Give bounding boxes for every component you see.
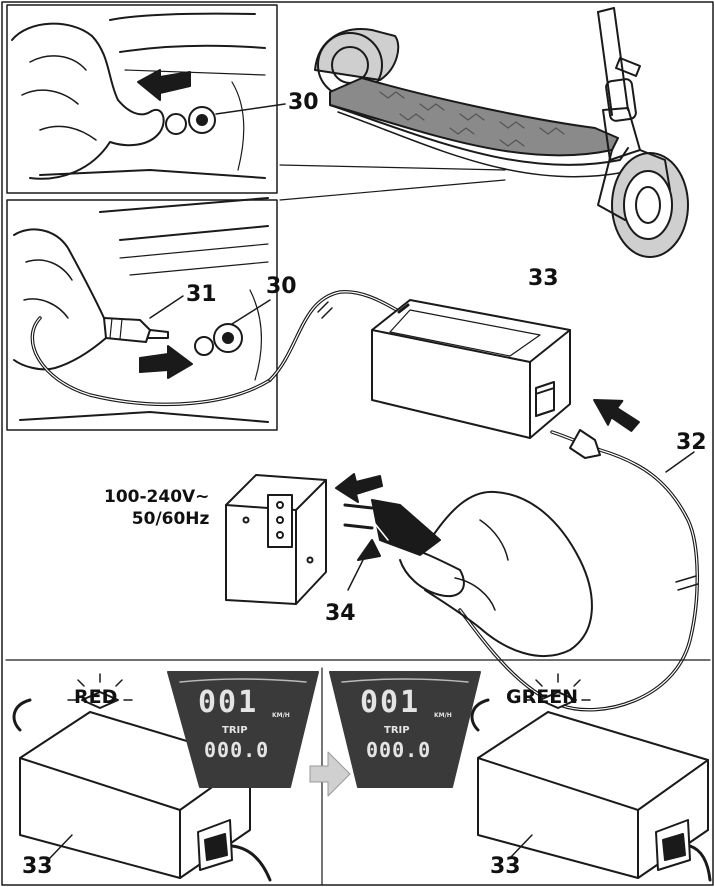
- callout-mains-plug: 34: [325, 601, 356, 626]
- display-right-speed: 001: [360, 685, 421, 720]
- display-left-trip-label: TRIP: [222, 725, 248, 736]
- display-panel-left: [167, 671, 319, 788]
- voltage-line-2: 50/60Hz: [131, 508, 210, 529]
- insert-arrow-icon: [137, 69, 191, 101]
- insert-arrow-icon: [139, 345, 193, 379]
- voltage-label: 100-240V~ 50/60Hz: [104, 487, 209, 531]
- dc-barrel-plug: [103, 317, 151, 343]
- charging-port-icon: [213, 323, 243, 353]
- led-blink-icon: [525, 673, 591, 701]
- callout-charger-top: 33: [528, 266, 559, 291]
- voltage-line-1: 100-240V~: [104, 487, 210, 507]
- deck-grip: [329, 77, 619, 157]
- charger-adapter: [371, 299, 571, 439]
- display-right-trip-label: TRIP: [384, 725, 410, 736]
- display-right-unit: KM/H: [434, 712, 452, 719]
- display-panel-right: [329, 671, 481, 788]
- status-label-green: GREEN: [506, 686, 579, 708]
- callout-port-top: 30: [288, 90, 319, 115]
- wall-socket: [225, 474, 327, 605]
- charging-port-icon: [188, 106, 216, 134]
- hand-outline: [11, 22, 165, 180]
- insert-arrow-icon: [335, 473, 383, 503]
- led-blink-icon: [67, 673, 133, 701]
- inset-charging-port-top: [6, 4, 286, 194]
- display-left-unit: KM/H: [272, 712, 290, 719]
- progress-arrow-icon: [309, 751, 351, 797]
- callout-charger-bottom-left: 33: [22, 854, 53, 879]
- charger-status-green: [470, 673, 712, 882]
- scooter-illustration: [314, 7, 689, 258]
- display-right-trip-value: 000.0: [366, 738, 432, 762]
- display-left-speed: 001: [198, 685, 259, 720]
- status-label-red: RED: [74, 686, 118, 708]
- inset-connect-plug: [6, 197, 278, 431]
- callout-port-middle: 30: [266, 274, 297, 299]
- mains-plug: [343, 499, 441, 556]
- callout-ac-cable: 32: [676, 430, 707, 455]
- callout-charger-plug: 31: [186, 282, 217, 307]
- callout-charger-bottom-right: 33: [490, 854, 521, 879]
- insert-arrow-icon: [593, 398, 640, 432]
- hand-outline: [424, 490, 593, 658]
- hand-outline: [13, 228, 107, 371]
- display-left-trip-value: 000.0: [204, 738, 270, 762]
